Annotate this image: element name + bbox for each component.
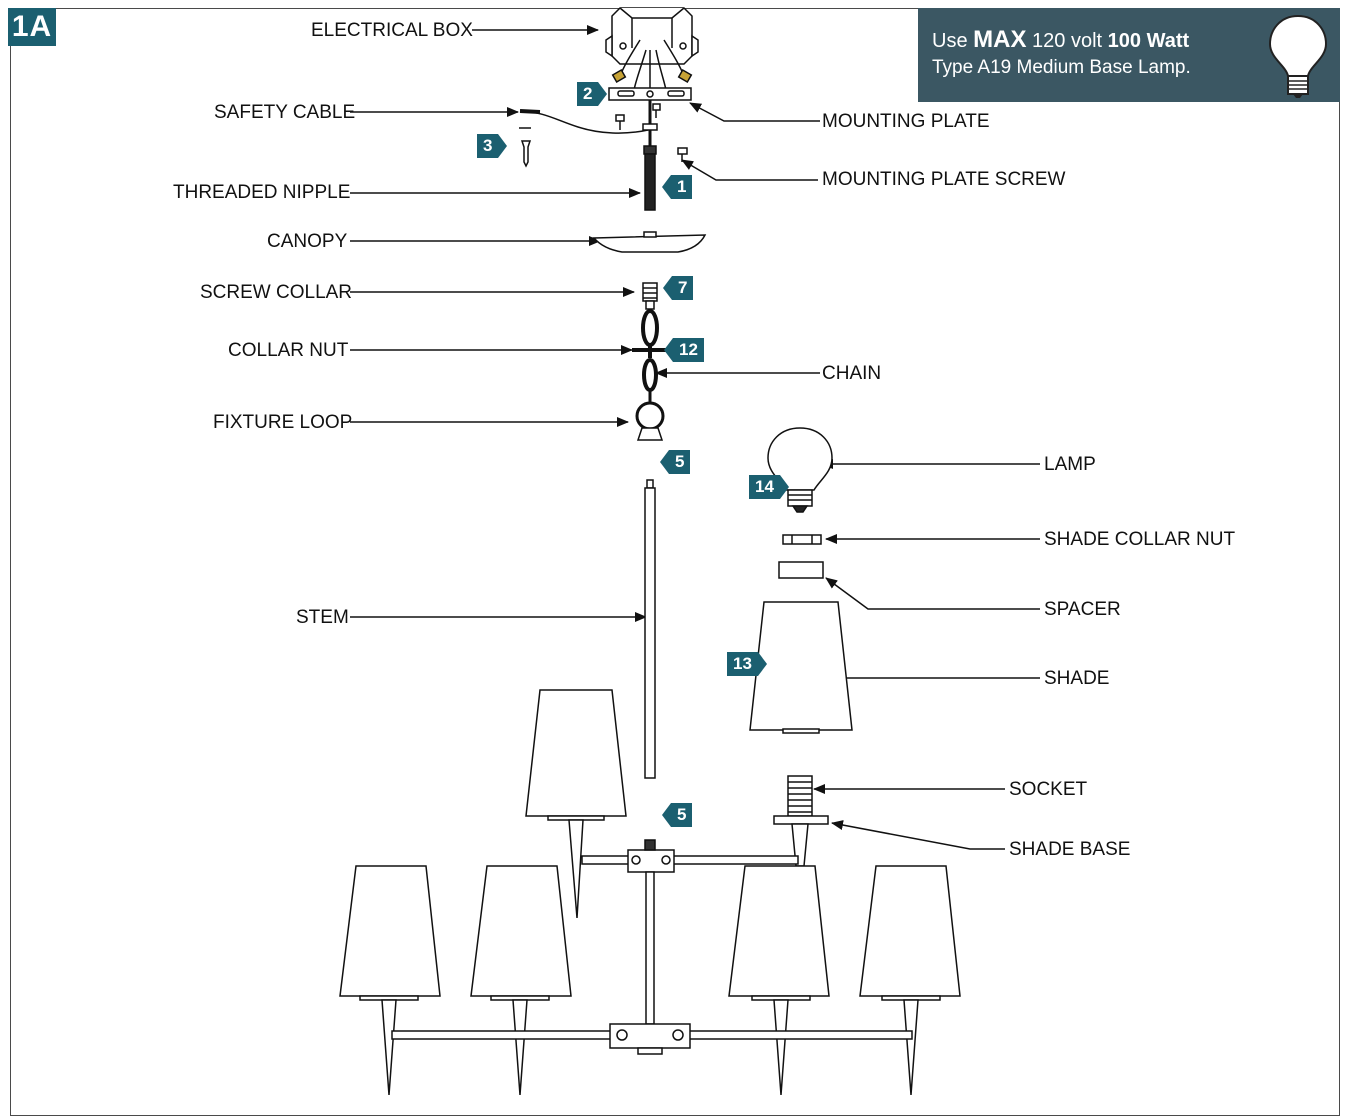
label-spacer: SPACER [1044, 599, 1121, 620]
mounting-plate [608, 87, 692, 101]
label-stem: STEM [296, 607, 349, 628]
step-pointer [663, 276, 672, 300]
step-marker-5-stem: 5 [660, 450, 691, 474]
step-number: 2 [577, 82, 599, 106]
step-number: 12 [673, 338, 704, 362]
leader-shade-base [831, 820, 1005, 850]
step-number: 14 [749, 475, 780, 499]
step-pointer [662, 175, 671, 199]
lightbulb-icon [1268, 14, 1328, 98]
label-socket: SOCKET [1009, 779, 1088, 800]
step-marker-2: 2 [577, 82, 608, 106]
step-marker-7: 7 [663, 276, 694, 300]
electrical-box [605, 7, 699, 91]
step-marker-5-body: 5 [662, 803, 693, 827]
step-number: 1 [671, 175, 693, 199]
label-electrical-box: ELECTRICAL BOX [311, 20, 473, 41]
step-number: 5 [669, 450, 691, 474]
step-marker-3: 3 [477, 134, 508, 158]
mounting-screws [520, 103, 688, 168]
label-threaded-nipple: THREADED NIPPLE [173, 182, 351, 203]
notice-line-1: Use MAX 120 volt 100 Watt [932, 26, 1189, 54]
loose-shade [749, 601, 853, 734]
step-pointer [598, 82, 608, 106]
leader-spacer [825, 577, 1040, 610]
canopy [592, 231, 707, 253]
label-chain: CHAIN [822, 363, 882, 384]
shade-collar-nut-and-spacer [778, 534, 824, 579]
step-number: 13 [727, 652, 758, 676]
chain-assembly [632, 282, 668, 441]
label-shade-collar-nut: SHADE COLLAR NUT [1044, 529, 1236, 550]
step-marker-1: 1 [662, 175, 693, 199]
label-screw-collar: SCREW COLLAR [200, 282, 353, 303]
leader-mounting-plate-screw [681, 159, 818, 181]
label-shade-base: SHADE BASE [1009, 839, 1131, 860]
step-pointer [498, 134, 508, 158]
label-collar-nut: COLLAR NUT [228, 340, 349, 361]
notice-volt: 120 volt [1032, 30, 1103, 52]
step-marker-14: 14 [749, 475, 789, 499]
notice-line-2: Type A19 Medium Base Lamp. [932, 57, 1191, 78]
step-pointer [757, 652, 767, 676]
label-lamp: LAMP [1044, 454, 1096, 475]
notice-watt: 100 Watt [1107, 30, 1190, 52]
threaded-nipple [642, 100, 658, 211]
notice-max: MAX [973, 26, 1027, 53]
label-safety-cable: SAFETY CABLE [214, 102, 356, 123]
step-number: 5 [671, 803, 693, 827]
label-canopy: CANOPY [267, 231, 348, 252]
step-pointer [664, 338, 673, 362]
step-pointer [662, 803, 671, 827]
label-mounting-plate: MOUNTING PLATE [822, 111, 990, 132]
step-number: 3 [477, 134, 499, 158]
label-mounting-plate-screw: MOUNTING PLATE SCREW [822, 169, 1066, 190]
step-number: 7 [672, 276, 694, 300]
figure-badge: 1A [8, 8, 56, 46]
label-shade: SHADE [1044, 668, 1110, 689]
step-marker-13: 13 [727, 652, 767, 676]
leader-mounting-plate [689, 102, 820, 122]
step-marker-12: 12 [664, 338, 704, 362]
chandelier-body [339, 689, 961, 1096]
stem [644, 479, 656, 779]
notice-use: Use [932, 30, 968, 52]
label-fixture-loop: FIXTURE LOOP [213, 412, 353, 433]
step-pointer [779, 475, 789, 499]
step-pointer [660, 450, 669, 474]
lamp-notice-box: Use MAX 120 volt 100 Watt Type A19 Mediu… [918, 8, 1340, 102]
safety-cable [519, 109, 649, 134]
lamp [767, 427, 833, 513]
